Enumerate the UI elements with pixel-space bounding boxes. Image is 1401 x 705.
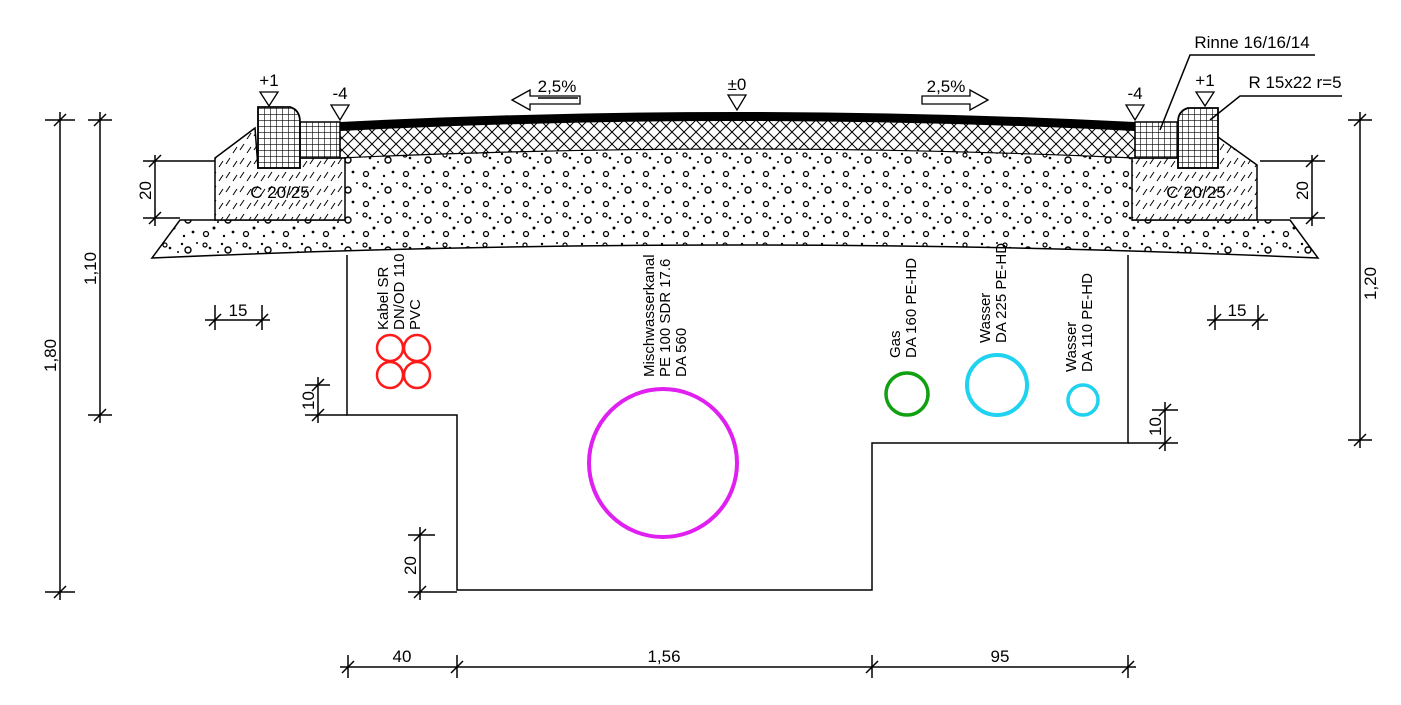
pipe-label-line: Wasser	[1063, 322, 1080, 372]
dim-left-step: 10	[299, 391, 318, 410]
slope-arrow-left	[510, 88, 581, 112]
elevation-right-curb: +1	[1195, 71, 1214, 90]
pipe-label-line: Gas	[887, 330, 904, 358]
elevation-crown: ±0	[728, 75, 747, 94]
pipe-label-line: DA 560	[673, 328, 690, 377]
dim-bottom-step: 20	[401, 556, 420, 575]
dim-bottom-a: 40	[393, 647, 412, 666]
concrete-label-left: C 20/25	[250, 183, 310, 202]
elevation-left-curb: +1	[259, 71, 278, 90]
water-pipe-225	[965, 353, 1029, 417]
curb-leader-line	[1209, 95, 1342, 121]
pipe-label-line: Wasser	[977, 293, 994, 343]
dim-right-offset: 15	[1228, 301, 1247, 320]
dim-left-concrete: 20	[136, 181, 155, 200]
slope-label-left: 2,5%	[538, 77, 577, 96]
rinne-label: Rinne 16/16/14	[1194, 33, 1309, 52]
trench-outline	[346, 255, 1129, 591]
dim-bottom-b: 1,56	[647, 647, 680, 666]
curb-label: R 15x22 r=5	[1248, 73, 1341, 92]
elevation-markers	[258, 91, 1216, 122]
dim-left-mid: 1,10	[81, 252, 100, 285]
dim-right-concrete: 20	[1293, 181, 1312, 200]
water-225-label: Wasser DA 225 PE-HD	[977, 243, 1010, 343]
sewer-label: Mischwasserkanal PE 100 SDR 17.6 DA 560	[641, 254, 690, 377]
pipe-label-line: DA 110 PE-HD	[1079, 273, 1096, 372]
elevation-right-gutter: -4	[1127, 84, 1142, 103]
gas-pipe	[884, 371, 930, 417]
gutter-right	[1134, 121, 1179, 159]
slope-arrow-right	[921, 88, 990, 112]
dim-left-total: 1,80	[41, 339, 60, 372]
dimension-lines	[45, 112, 1372, 678]
dim-bottom-c: 95	[991, 647, 1010, 666]
pipe-label-line: DA 160 PE-HD	[903, 258, 920, 358]
gas-label: Gas DA 160 PE-HD	[887, 258, 920, 358]
pipe-label-line: DA 225 PE-HD	[993, 243, 1010, 343]
pipe-label-line: Mischwasserkanal	[641, 254, 658, 377]
slope-label-right: 2,5%	[927, 77, 966, 96]
pipe-label-line: DN/OD 110	[391, 254, 408, 330]
curb-right	[1177, 107, 1219, 169]
gutter-left	[299, 121, 341, 159]
concrete-label-right: C 20/25	[1166, 183, 1226, 202]
sewer-pipe	[587, 387, 739, 539]
dim-right-total: 1,20	[1361, 267, 1380, 300]
pipe-label-line: PE 100 SDR 17.6	[657, 259, 674, 377]
cable-conduits	[375, 333, 432, 390]
rinne-leader-line	[1159, 54, 1315, 131]
asphalt-surface	[340, 112, 1135, 131]
pipe-label-line: PVC	[407, 299, 424, 330]
water-pipe-110	[1066, 383, 1100, 417]
elevation-left-gutter: -4	[332, 84, 347, 103]
dim-right-step: 10	[1146, 417, 1165, 436]
curb-left	[257, 106, 301, 169]
cable-label: Kabel SR DN/OD 110 PVC	[375, 254, 424, 330]
water-110-label: Wasser DA 110 PE-HD	[1063, 273, 1096, 372]
dim-left-offset: 15	[229, 301, 248, 320]
pipe-label-line: Kabel SR	[375, 266, 392, 330]
